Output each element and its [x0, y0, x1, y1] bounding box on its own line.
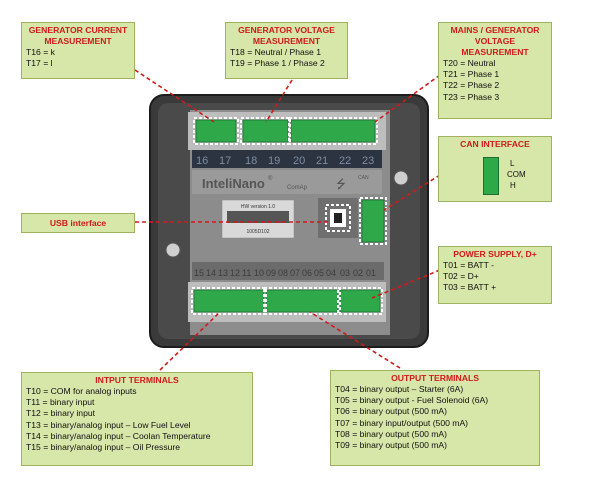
usb-symbol: ⭍	[336, 177, 346, 191]
t22-line: T22 = Phase 2	[443, 80, 500, 91]
can-interface-box: CAN INTERFACE L COM H	[438, 136, 552, 202]
bn-06: 06	[302, 268, 312, 278]
bottom-number-labels: 15 14 13 12 11 10 09 08 07 06 05 04 03 0…	[194, 268, 376, 278]
serial-label: 1005D102	[246, 229, 269, 235]
mains-voltage-title: MAINS / GENERATOR VOLTAGE MEASUREMENT	[450, 25, 540, 57]
t23-line: T23 = Phase 3	[443, 91, 500, 102]
maker-text: ComAp	[287, 185, 308, 191]
t17-line: T17 = l	[26, 58, 53, 69]
bn-11: 11	[242, 268, 251, 278]
top-number-labels: 16 17 18 19 20 21 22 23	[196, 155, 374, 167]
can-com-label: COM	[507, 170, 526, 179]
bottom-number-strip	[192, 262, 384, 280]
brand-text: InteliNano	[202, 176, 265, 191]
t14-line: T14 = binary/analog input – Coolan Tempe…	[26, 430, 211, 441]
t01-line: T01 = BATT -	[443, 260, 495, 270]
tn-16: 16	[196, 155, 208, 167]
top-terminals	[195, 119, 376, 143]
usb-interface-box: USB interface	[21, 213, 135, 233]
output-terminals-box: OUTPUT TERMINALS T04 = binary output – S…	[330, 370, 540, 466]
input-terminals-box: INTPUT TERMINALS T10 = COM for analog in…	[21, 372, 253, 466]
t03-line: T03 = BATT +	[443, 282, 497, 293]
tn-19: 19	[268, 155, 280, 167]
screw-bottom-left	[165, 242, 181, 258]
can-terminal	[361, 199, 385, 243]
terminal-block-t20-t23	[290, 119, 376, 143]
terminal-block-t04-t09	[265, 289, 339, 313]
bottom-terminals	[193, 289, 381, 313]
power-supply-title: POWER SUPPLY, D+	[453, 249, 537, 259]
terminal-block-t10-t15	[193, 289, 265, 313]
can-connector-icon	[483, 157, 499, 195]
tn-22: 22	[339, 155, 351, 167]
generator-voltage-box: GENERATOR VOLTAGE MEASUREMENT T18 = Neut…	[225, 22, 348, 79]
bn-02: 02	[353, 268, 363, 278]
tn-17: 17	[219, 155, 231, 167]
brand-area	[192, 170, 382, 194]
terminal-block-t01-t03	[339, 289, 381, 313]
output-terminals-title: OUTPUT TERMINALS	[391, 373, 479, 383]
t06-line: T06 = binary output (500 mA)	[335, 406, 448, 417]
bn-01: 01	[366, 268, 376, 278]
t12-line: T12 = binary input	[26, 408, 96, 419]
terminal-block-t18-t19	[242, 119, 289, 143]
tn-21: 21	[316, 155, 328, 167]
bn-03: 03	[340, 268, 350, 278]
t09-line: T09 = binary output (500 mA)	[335, 440, 448, 451]
barcode	[227, 211, 289, 223]
bn-15: 15	[194, 268, 204, 278]
t19-line: T19 = Phase 1 / Phase 2	[230, 58, 325, 69]
input-terminals-title: INTPUT TERMINALS	[95, 375, 179, 385]
can-h-label: H	[510, 181, 516, 190]
tn-20: 20	[293, 155, 305, 167]
bn-13: 13	[218, 268, 228, 278]
generator-voltage-title: GENERATOR VOLTAGE MEASUREMENT	[238, 25, 335, 46]
t02-line: T02 = D+	[443, 271, 479, 282]
t18-line: T18 = Neutral / Phase 1	[230, 47, 322, 57]
terminal-block-t16-t17	[195, 119, 237, 143]
t15-line: T15 = binary/analog input – Oil Pressure	[26, 442, 181, 453]
top-number-strip	[192, 150, 382, 168]
bn-14: 14	[206, 268, 216, 278]
t13-line: T13 = binary/analog input – Low Fuel Lev…	[26, 419, 191, 430]
brand-mark: ®	[268, 175, 273, 182]
bn-10: 10	[254, 268, 264, 278]
bn-04: 04	[326, 268, 336, 278]
hw-label: HW version 1.0	[241, 204, 275, 210]
can-label-device: CAN	[358, 175, 369, 181]
t16-line: T16 = k	[26, 47, 55, 57]
tn-18: 18	[245, 155, 257, 167]
t07-line: T07 = binary input/output (500 mA)	[335, 417, 469, 428]
bn-09: 09	[266, 268, 276, 278]
bn-05: 05	[314, 268, 324, 278]
leader-lines	[134, 69, 441, 371]
t21-line: T21 = Phase 1	[443, 69, 500, 80]
t20-line: T20 = Neutral	[443, 58, 496, 68]
bn-12: 12	[230, 268, 240, 278]
usb-interface-title: USB interface	[49, 218, 107, 228]
t05-line: T05 = binary output - Fuel Solenoid (6A)	[335, 395, 489, 406]
bn-07: 07	[290, 268, 300, 278]
mains-voltage-box: MAINS / GENERATOR VOLTAGE MEASUREMENT T2…	[438, 22, 552, 119]
power-supply-box: POWER SUPPLY, D+ T01 = BATT - T02 = D+ T…	[438, 246, 552, 304]
t08-line: T08 = binary output (500 mA)	[335, 428, 448, 439]
generator-current-title: GENERATOR CURRENT MEASUREMENT	[28, 25, 128, 46]
generator-current-box: GENERATOR CURRENT MEASUREMENT T16 = k T1…	[21, 22, 135, 79]
can-l-label: L	[510, 159, 515, 168]
t04-line: T04 = binary output – Starter (6A)	[335, 384, 464, 394]
bn-08: 08	[278, 268, 288, 278]
screw-top-right	[393, 170, 409, 186]
t11-line: T11 = binary input	[26, 397, 95, 408]
can-interface-title: CAN INTERFACE	[460, 139, 530, 149]
tn-23: 23	[362, 155, 374, 167]
t10-line: T10 = COM for analog inputs	[26, 386, 137, 396]
